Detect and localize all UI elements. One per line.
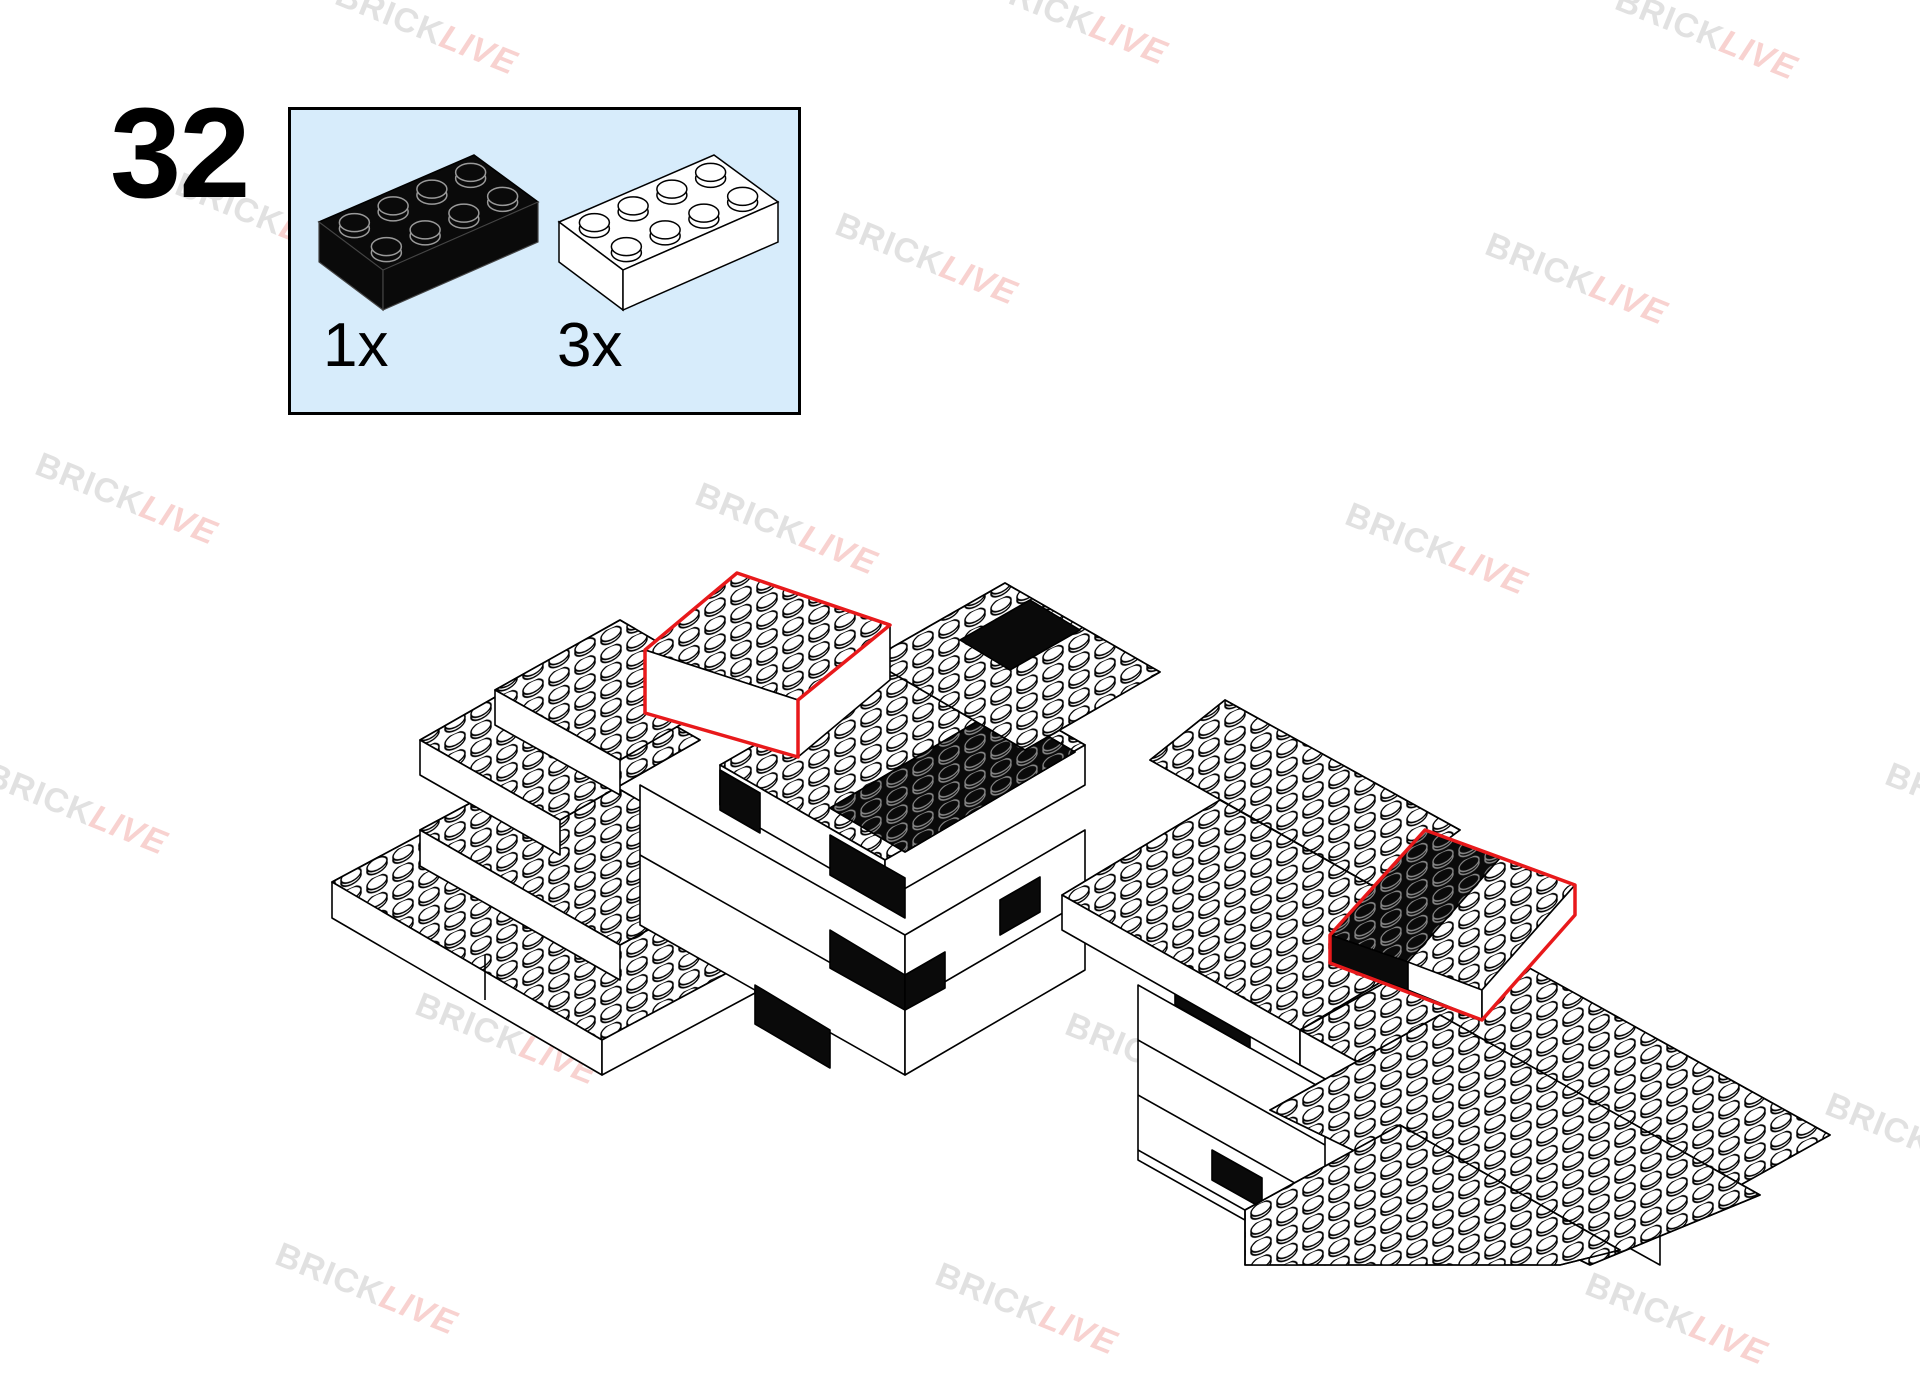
stud: [649, 220, 681, 240]
step-number: 32: [110, 82, 250, 225]
stud: [486, 186, 519, 207]
stud: [416, 179, 448, 199]
left-structure: [331, 571, 1161, 1076]
stud: [610, 236, 643, 257]
stud: [726, 186, 759, 207]
black-brick-quantity: 1x: [323, 311, 389, 380]
stud: [617, 196, 649, 216]
parts-callout: 1x 3x: [288, 107, 801, 415]
parts-illustration: [317, 154, 780, 312]
stud: [454, 162, 487, 183]
stud: [578, 212, 611, 233]
stud: [377, 196, 409, 216]
stud: [409, 220, 441, 240]
white-brick-quantity: 3x: [557, 311, 623, 380]
stud: [370, 236, 403, 257]
right-structure: [1061, 699, 1831, 1266]
stud: [656, 179, 688, 199]
stud: [688, 203, 720, 223]
white-brick-part: [557, 154, 780, 312]
stud: [448, 203, 480, 223]
black-brick-part: [317, 154, 540, 312]
stud: [694, 162, 727, 183]
stud: [338, 212, 371, 233]
